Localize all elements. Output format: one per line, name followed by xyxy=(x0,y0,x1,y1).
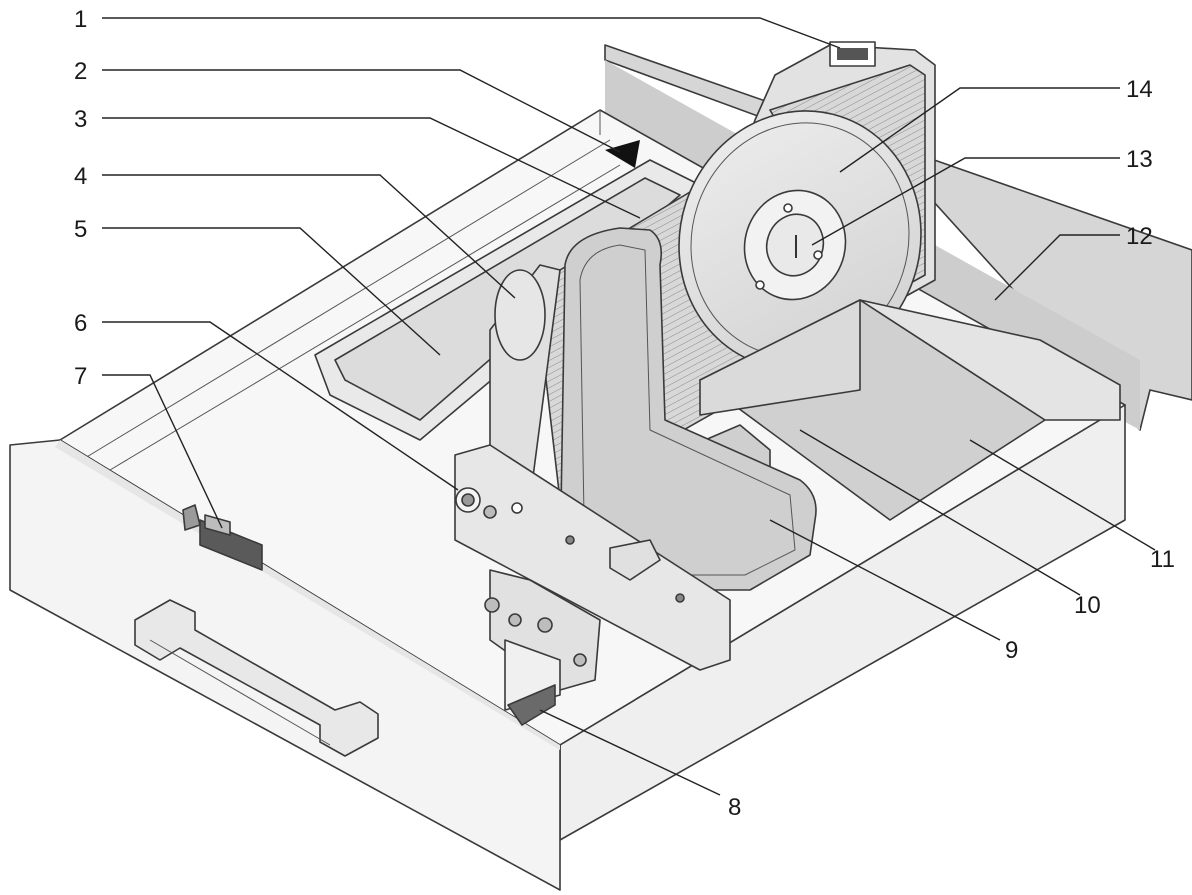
callout-5: 5 xyxy=(74,216,87,243)
base-rail xyxy=(454,444,731,671)
leader-11 xyxy=(969,439,1156,551)
leader-14 xyxy=(839,87,1120,173)
callout-14: 14 xyxy=(1126,76,1153,103)
callout-6: 6 xyxy=(74,310,87,337)
callout-7: 7 xyxy=(74,363,87,390)
leader-6 xyxy=(102,321,459,491)
callout-3: 3 xyxy=(74,106,87,133)
leader-2 xyxy=(102,69,621,153)
leader-3 xyxy=(102,117,641,219)
leader-5 xyxy=(102,227,441,356)
carriage xyxy=(489,264,561,501)
slice-table xyxy=(699,299,1121,521)
callout-8: 8 xyxy=(728,794,741,821)
callout-12: 12 xyxy=(1126,223,1153,250)
mounting-plate xyxy=(507,684,556,726)
callout-labels: 1 2 3 4 5 6 7 8 9 10 11 12 13 14 xyxy=(74,6,1175,821)
leader-4 xyxy=(102,174,516,299)
leader-1 xyxy=(102,17,841,49)
leader-7 xyxy=(102,374,223,529)
callout-11: 11 xyxy=(1150,546,1175,573)
direction-arrow xyxy=(605,140,640,168)
drawer-bracket xyxy=(182,504,263,571)
leader-lines xyxy=(102,17,1156,796)
drawer-front xyxy=(9,439,561,891)
leader-12 xyxy=(994,234,1120,301)
callout-1: 1 xyxy=(74,6,87,33)
callout-9: 9 xyxy=(1005,637,1018,664)
leader-10 xyxy=(799,429,1081,596)
callout-13: 13 xyxy=(1126,146,1153,173)
callout-2: 2 xyxy=(74,58,87,85)
hinge-mechanism xyxy=(484,569,601,711)
leader-13 xyxy=(811,157,1120,246)
leader-8 xyxy=(539,709,721,796)
callout-10: 10 xyxy=(1074,592,1101,619)
callout-4: 4 xyxy=(74,163,87,190)
leader-9 xyxy=(769,519,1001,641)
drawer-handle xyxy=(134,599,379,757)
